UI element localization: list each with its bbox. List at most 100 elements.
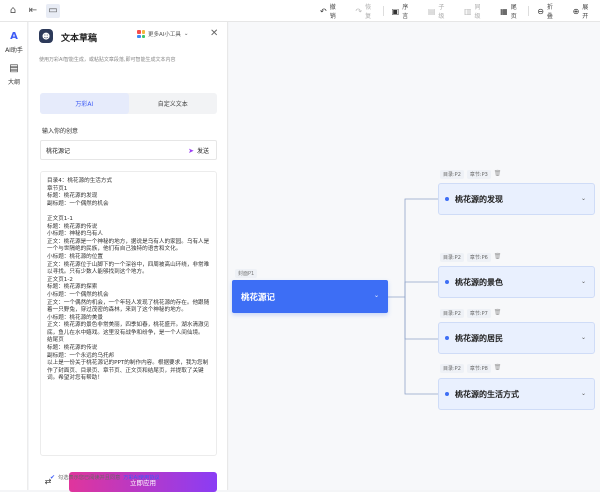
- toc-tag: 目录:P2: [440, 253, 464, 262]
- connector-line: [404, 281, 438, 297]
- ai-assistant-icon: A: [10, 30, 18, 42]
- node-dot: [445, 280, 449, 284]
- rail-item-label: 大纲: [7, 79, 20, 86]
- outline-icon: ▤: [9, 62, 19, 74]
- trash-icon[interactable]: 🗑: [493, 364, 502, 371]
- end-page-button[interactable]: ▦尾页: [492, 0, 528, 22]
- content-line: 目录4：桃花源的生活方式: [47, 178, 113, 184]
- content-line: 标题：桃花源的发现: [47, 193, 98, 200]
- panel-description: 使用万彩AI智能生成，或粘贴文章段落,即可智能生成文本内容: [39, 57, 176, 63]
- child-icon: ▤: [427, 6, 436, 16]
- mindmap-node[interactable]: 桃花源的发现 ⌄: [438, 183, 595, 215]
- trash-icon[interactable]: 🗑: [493, 170, 502, 177]
- sibling-label: 同级: [474, 4, 481, 20]
- panel-header: ☻ 文本草稿 更多AI小工具 ⌄ ✕: [29, 22, 228, 52]
- rail-item-label: AI助手: [5, 47, 23, 54]
- toolbar-left-group: ⌂ ⇤ ▭: [0, 3, 60, 18]
- collapse-icon[interactable]: ⇤: [28, 5, 38, 16]
- preface-button[interactable]: ▣序言: [384, 0, 420, 22]
- content-line: 章节页1: [47, 185, 68, 192]
- apps-grid-icon: [137, 30, 145, 38]
- root-node[interactable]: 桃花源记 ⌄: [232, 280, 388, 313]
- expand-all-button[interactable]: ⊕展开: [565, 0, 600, 22]
- send-icon: ➤: [188, 146, 194, 155]
- chapter-tag: 章节:P6: [466, 253, 491, 262]
- redo-button[interactable]: ↷恢复: [347, 0, 382, 22]
- node-title: 桃花源的居民: [455, 333, 503, 343]
- content-line: 副标题：一个永远的乌托邦: [47, 352, 115, 359]
- content-line: 标题：桃花源的传说: [47, 223, 98, 230]
- chevron-down-icon[interactable]: ⌄: [580, 195, 586, 202]
- mindmap-node[interactable]: 桃花源的景色 ⌄: [438, 266, 595, 298]
- apply-now-button[interactable]: 立即应用: [69, 472, 217, 492]
- mindmap-connectors: [388, 198, 438, 395]
- rail-item-ai-assistant[interactable]: A AI助手: [0, 22, 28, 55]
- agreement-link[interactable]: 万彩AI使用协议: [123, 475, 160, 481]
- content-line: 标题：桃花源的传说: [47, 345, 98, 352]
- tab-wancai-ai[interactable]: 万彩AI: [40, 93, 129, 114]
- agree-checkbox[interactable]: ✔: [50, 474, 56, 481]
- left-rail: A AI助手 ▤ 大纲: [0, 22, 28, 490]
- node-title: 桃花源的发现: [455, 194, 503, 204]
- content-line: 小标题：桃花源的位置: [47, 253, 103, 260]
- chevron-down-icon[interactable]: ⌄: [580, 390, 586, 397]
- connector-line: [388, 198, 438, 298]
- content-line: 正文：桃花源是一个神秘的地方，据说是乌有人的家园。乌有人是一个与世隔绝的民族，他…: [47, 238, 210, 253]
- top-toolbar: ⌂ ⇤ ▭ ↶撤销 ↷恢复 ▣序言 ▤子级 ▥同级 ▦尾页 ⊖折叠 ⊕展开: [0, 0, 600, 22]
- toolbar-actions: ↶撤销 ↷恢复 ▣序言 ▤子级 ▥同级 ▦尾页 ⊖折叠 ⊕展开: [312, 0, 600, 22]
- content-line: 正文：桃花源的景色非常美丽，四季如春，桃花盛开。湖水清澈见底，鱼儿在水中嬉戏。这…: [47, 322, 210, 336]
- idea-input-row: 桃花源记 ➤ 发送: [40, 140, 217, 160]
- undo-icon: ↶: [320, 6, 327, 16]
- trash-icon[interactable]: 🗑: [493, 253, 502, 260]
- chevron-down-icon[interactable]: ⌄: [580, 334, 586, 341]
- connector-line: [404, 297, 438, 395]
- trash-icon[interactable]: 🗑: [493, 309, 502, 316]
- toolbar-divider: [382, 6, 384, 16]
- sibling-button[interactable]: ▥同级: [456, 0, 492, 22]
- home-icon[interactable]: ⌂: [9, 5, 17, 16]
- agree-text: 勾选表示您已阅读并且同意: [58, 475, 121, 481]
- rail-item-outline[interactable]: ▤ 大纲: [0, 54, 28, 87]
- idea-input[interactable]: 桃花源记: [46, 148, 71, 155]
- chevron-down-icon[interactable]: ⌄: [373, 292, 379, 299]
- source-tabs: 万彩AI 自定义文本: [40, 93, 217, 114]
- collapse-all-button[interactable]: ⊖折叠: [529, 0, 564, 22]
- content-line: [47, 208, 210, 216]
- send-button[interactable]: ➤ 发送: [188, 146, 209, 156]
- toc-tag: 目录:P2: [440, 364, 464, 373]
- chapter-tag: 章节:P7: [466, 309, 491, 318]
- panel-footer: ⇄ 立即应用: [29, 470, 228, 492]
- collapse-all-icon: ⊖: [537, 6, 544, 16]
- more-ai-tools-dropdown[interactable]: 更多AI小工具 ⌄: [137, 30, 189, 38]
- mindmap-canvas[interactable]: 封面P1 桃花源记 ⌄ 目录:P2 章节:P3 🗑 桃花源的发现 ⌄ 目录:P2…: [229, 22, 600, 490]
- swap-icon[interactable]: ⇄: [44, 476, 52, 486]
- present-icon[interactable]: ▭: [46, 3, 60, 18]
- content-line: 小标题：一个偶然的机会: [47, 291, 109, 298]
- node-dot: [445, 197, 449, 201]
- chevron-down-icon[interactable]: ⌄: [580, 278, 586, 285]
- content-line: 正文页1-1: [47, 215, 73, 222]
- content-line: 小标题：桃花源的美景: [47, 314, 103, 321]
- tab-custom-text[interactable]: 自定义文本: [157, 101, 188, 108]
- undo-button[interactable]: ↶撤销: [312, 0, 347, 22]
- close-icon[interactable]: ✕: [210, 28, 219, 39]
- node-meta: 目录:P2 章节:P7 🗑: [440, 309, 501, 318]
- toolbar-divider: [528, 6, 530, 16]
- preface-label: 序言: [402, 4, 409, 20]
- agreement-row: ✔ 勾选表示您已阅读并且同意万彩AI使用协议: [50, 474, 160, 481]
- end-page-icon: ▦: [500, 6, 508, 16]
- mindmap-node[interactable]: 桃花源的居民 ⌄: [438, 322, 595, 354]
- node-meta: 目录:P2 章节:P3 🗑: [440, 170, 501, 179]
- child-button[interactable]: ▤子级: [420, 0, 456, 22]
- expand-all-label: 展开: [582, 4, 589, 20]
- end-page-label: 尾页: [510, 4, 517, 20]
- sibling-icon: ▥: [463, 6, 472, 16]
- redo-icon: ↷: [355, 6, 363, 16]
- mindmap-node[interactable]: 桃花源的生活方式 ⌄: [438, 378, 595, 410]
- chapter-tag: 章节:P3: [466, 170, 491, 179]
- content-line: 标题：桃花源的探索: [47, 284, 98, 291]
- content-line: 副标题：一个偶然的机会: [47, 200, 109, 207]
- content-line: 正文页1-2: [47, 276, 73, 283]
- node-title: 桃花源的景色: [455, 277, 503, 287]
